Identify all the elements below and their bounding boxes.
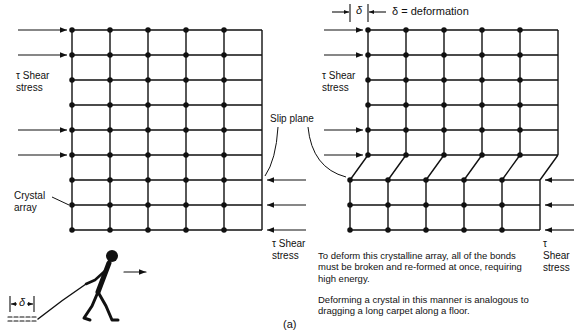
stress-label: τ Shear stress <box>322 70 356 94</box>
part-label: Crystal array <box>14 190 58 214</box>
stress-label: τ Shear stress <box>272 238 306 262</box>
shear-arrows <box>18 30 306 230</box>
dimension-label: δ <box>19 296 25 309</box>
dimension-label: δ <box>356 4 362 17</box>
bond-lines <box>350 30 558 230</box>
explanatory-note: Deforming a crystal in this manner is an… <box>318 294 536 317</box>
dimension-mark <box>10 296 34 312</box>
stress-label: τ Shear stress <box>543 238 575 274</box>
man-pulling-carpet <box>8 250 146 321</box>
figure-caption: (a) <box>283 318 296 331</box>
atom-dots <box>72 30 262 230</box>
atom-dots <box>350 30 558 230</box>
bond-lines <box>72 30 262 230</box>
leader-line <box>52 127 346 205</box>
plane-label: Slip plane <box>270 113 314 125</box>
explanatory-note: To deform this crystalline array, all of… <box>318 250 536 284</box>
shear-arrows <box>324 30 574 230</box>
stress-label: τ Shear stress <box>16 70 50 94</box>
dimension-mark <box>332 4 386 22</box>
dimension-note: δ = deformation <box>392 5 469 18</box>
